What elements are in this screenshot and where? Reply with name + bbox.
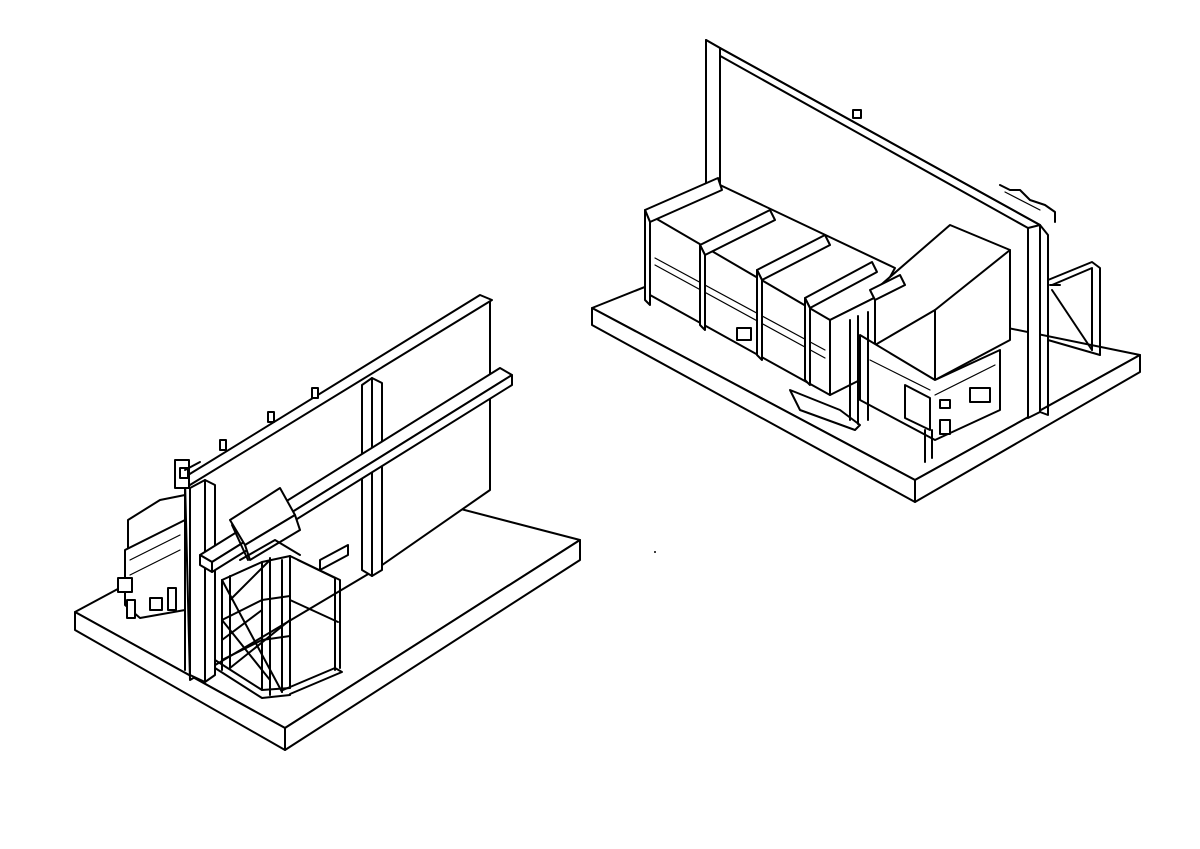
right-feed-hopper — [869, 224, 1011, 381]
left-safety-cage — [282, 544, 349, 695]
left-compactor-unit — [117, 459, 201, 619]
stray-mark — [654, 551, 656, 553]
right-compactor-unit — [849, 311, 1001, 463]
left-installation — [74, 294, 581, 751]
left-bin-lifter — [214, 487, 301, 699]
right-container-rails — [644, 177, 878, 431]
right-safety-cage — [1047, 261, 1101, 401]
right-installation — [591, 39, 1141, 503]
